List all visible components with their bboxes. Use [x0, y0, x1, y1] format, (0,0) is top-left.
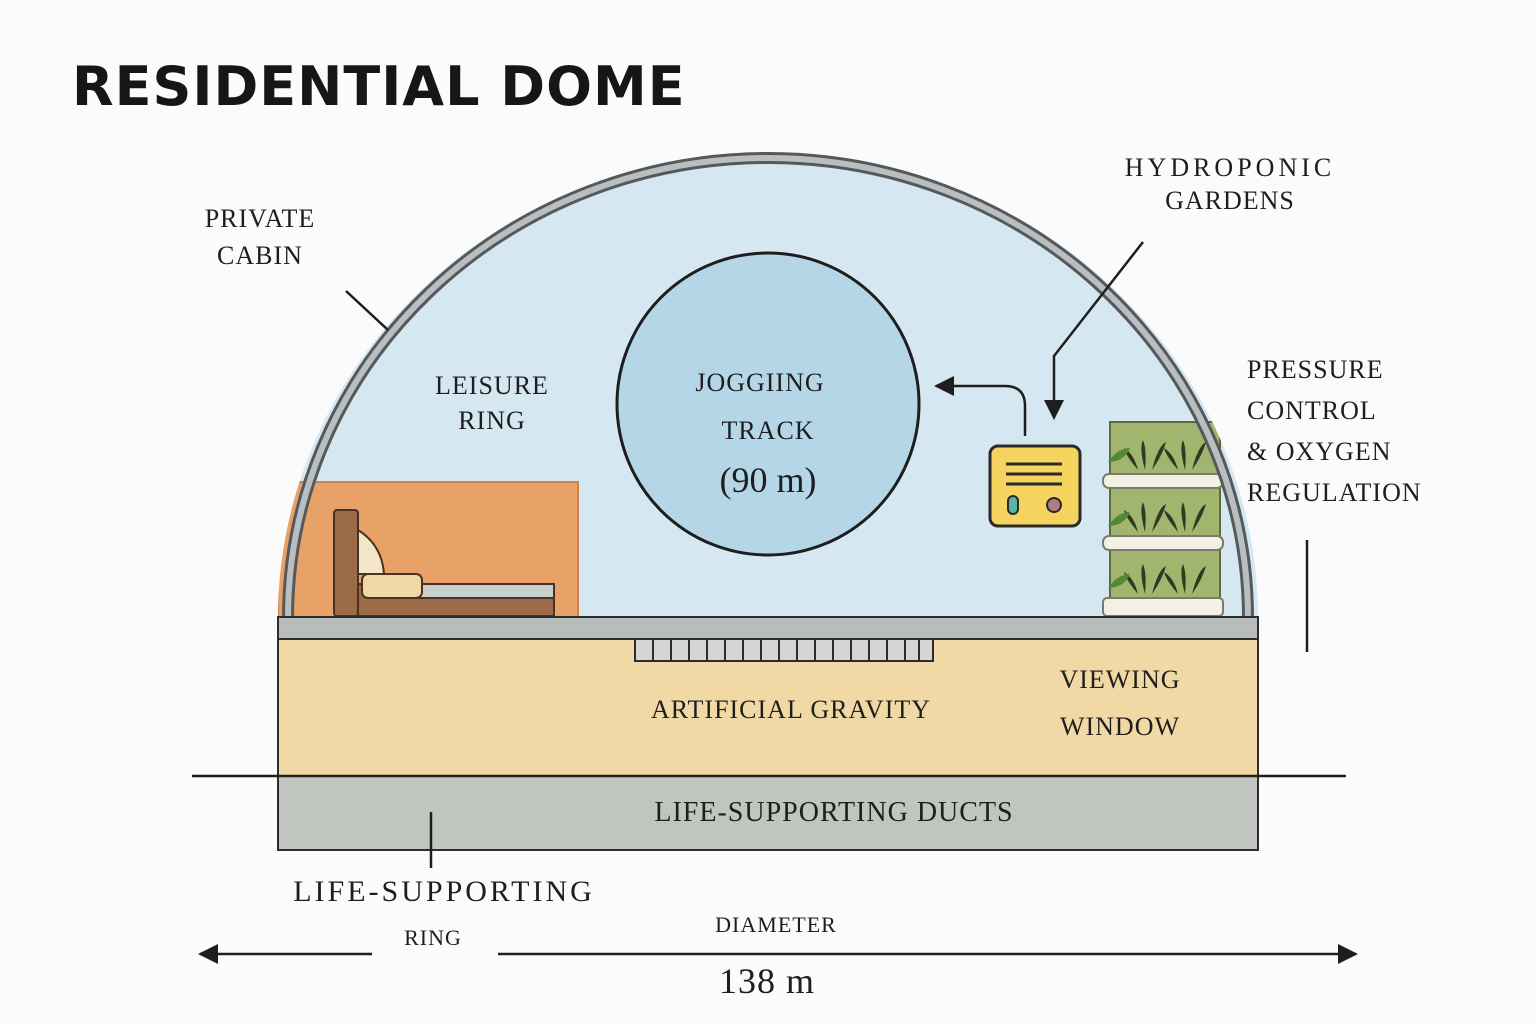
hydroponic-leader [1044, 241, 1144, 420]
jogging-track-length: (90 m) [720, 460, 817, 500]
private-cabin-label-2: CABIN [217, 241, 303, 270]
ducts-label: LIFE-SUPPORTING DUCTS [654, 797, 1013, 828]
life-ring-label-1: LIFE-SUPPORTING [293, 875, 595, 908]
bed-icon [333, 509, 555, 617]
pressure-label-1: PRESSURE [1247, 355, 1384, 384]
jogging-track [615, 251, 921, 557]
diameter-value: 138 m [719, 961, 815, 1001]
life-ring-label-2: RING [404, 925, 462, 950]
life-supporting-ducts-band [277, 775, 1259, 851]
pressure-label-2: CONTROL [1247, 396, 1377, 425]
jogging-track-label-2: TRACK [721, 416, 814, 445]
private-cabin-leader [345, 290, 389, 331]
diameter-label: DIAMETER [715, 912, 837, 937]
hydroponic-label-1: HYDROPONIC [1125, 153, 1335, 182]
jogging-track-label-1: JOGGIING [695, 368, 824, 397]
control-panel-icon [988, 444, 1082, 528]
hydroponic-label-2: GARDENS [1165, 186, 1295, 215]
dome-floor [277, 616, 1259, 640]
pressure-label-3: & OXYGEN [1247, 437, 1392, 466]
leisure-ring-label-2: RING [458, 406, 526, 435]
vent-grille [634, 638, 934, 662]
viewing-window-label-1: VIEWING [1059, 665, 1180, 694]
leaf-accents [1108, 448, 1130, 588]
panel-to-track-arrow [934, 376, 1027, 436]
leisure-ring-label-1: LEISURE [435, 371, 549, 400]
viewing-window-label-2: WINDOW [1060, 712, 1180, 741]
pressure-label-4: REGULATION [1247, 478, 1422, 507]
artificial-gravity-label: ARTIFICIAL GRAVITY [651, 695, 931, 724]
page-title: RESIDENTIAL DOME [72, 55, 686, 118]
plant-icon [1124, 440, 1206, 594]
private-cabin-label-1: PRIVATE [205, 204, 316, 233]
